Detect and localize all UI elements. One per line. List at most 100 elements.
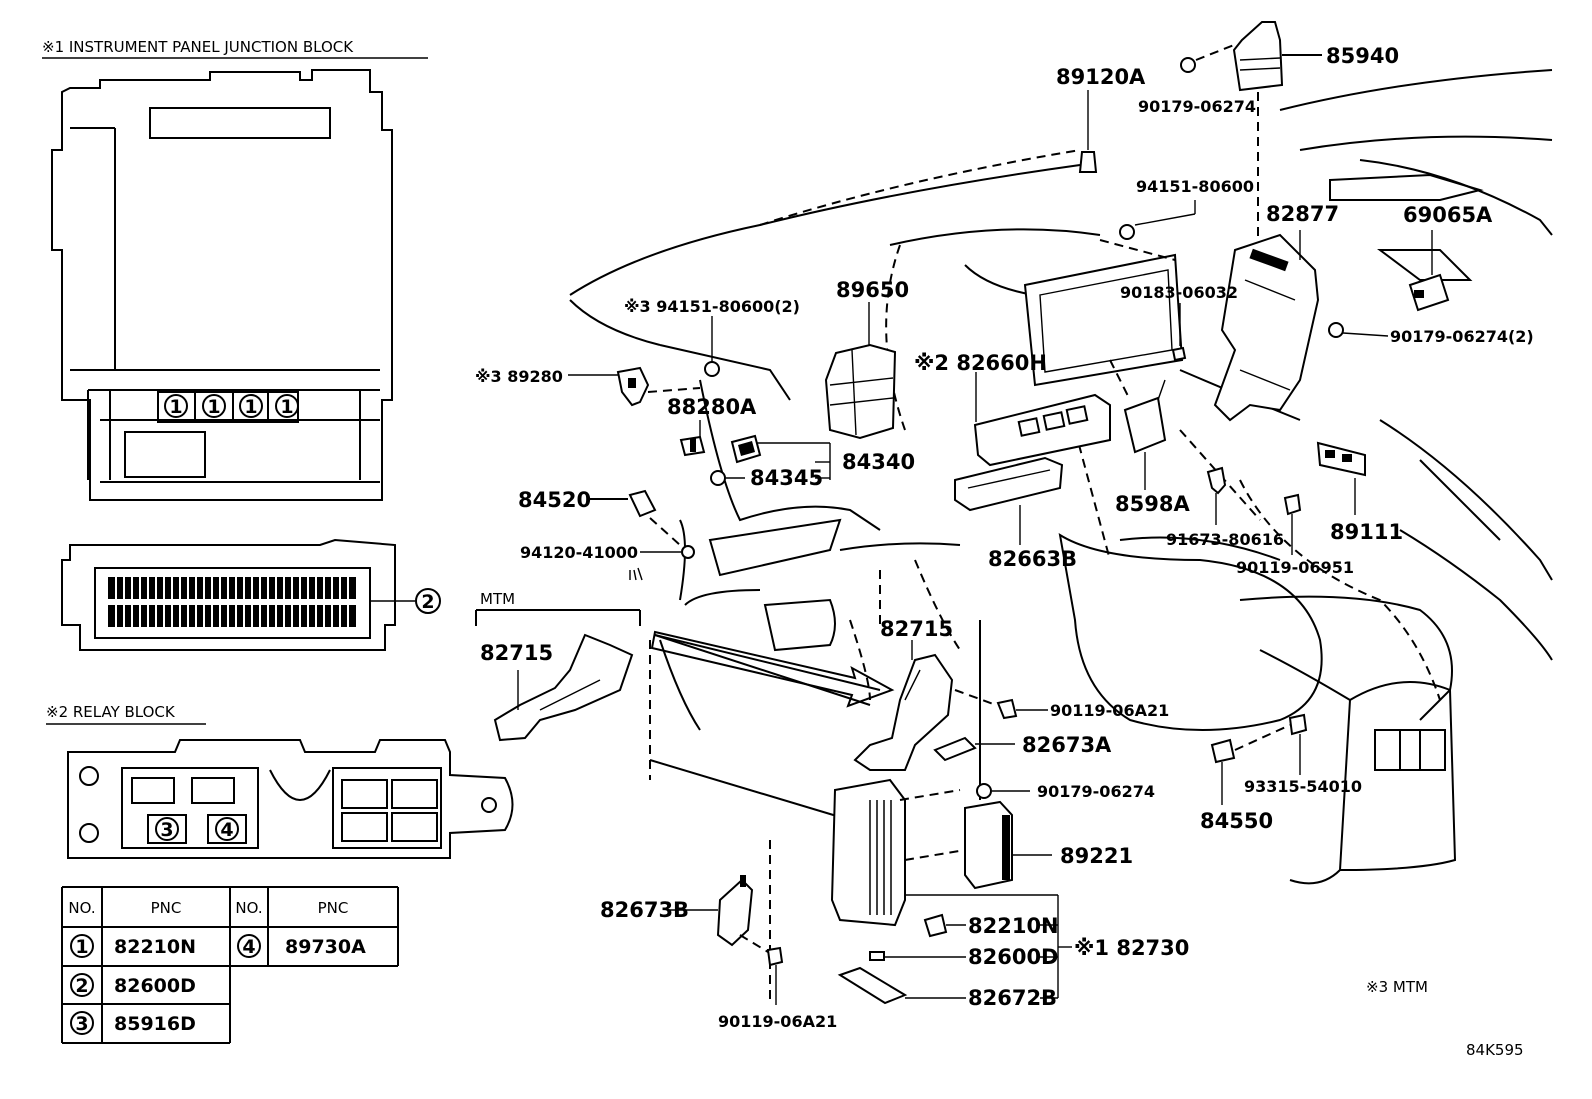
label-90179-06274-top: 90179-06274 [1138, 97, 1256, 116]
svg-text:89730A: 89730A [285, 936, 366, 958]
junction-block-side-view [61, 538, 415, 651]
part-82877 [1213, 230, 1320, 422]
part-84345 [710, 470, 830, 486]
label-89221: 89221 [1060, 844, 1133, 868]
label-82600D: 82600D [968, 945, 1059, 969]
label-91673-80616: 91673-80616 [1166, 530, 1284, 549]
junction-block-marker-1b: 1 [202, 394, 226, 418]
label-84340: 84340 [842, 450, 915, 474]
label-94151-80600: 94151-80600 [1136, 177, 1254, 196]
part-90119-06A21-bot [739, 934, 784, 1005]
label-69065A: 69065A [1403, 203, 1493, 227]
svg-text:4: 4 [220, 819, 233, 841]
part-88280A [679, 420, 706, 457]
part-84550 [1210, 738, 1236, 805]
part-82673A [933, 736, 1015, 762]
svg-text:85916D: 85916D [114, 1013, 196, 1035]
part-89221 [964, 800, 1052, 890]
part-94151-80600 [1119, 200, 1196, 240]
relay-block-title: ※2 RELAY BLOCK [46, 703, 176, 721]
part-69065A [1328, 230, 1450, 338]
part-91673-80616 [1206, 466, 1227, 525]
svg-text:1: 1 [207, 396, 220, 418]
label-94151-80600-2: ※3 94151-80600(2) [624, 297, 800, 316]
diagram-code: 84K595 [1466, 1041, 1524, 1059]
label-84345: 84345 [750, 466, 823, 490]
junction-block-marker-1a: 1 [164, 394, 188, 418]
label-94120-41000: 94120-41000 [520, 543, 638, 562]
junction-block-front-view [51, 69, 393, 501]
part-82715-mtm [493, 633, 634, 742]
label-82673A: 82673A [1022, 733, 1112, 757]
part-84520 [588, 489, 681, 546]
pnc-table: NO. PNC NO. PNC 1 82210N 2 82600D 3 8591… [61, 886, 399, 1044]
part-82210N [923, 913, 966, 938]
svg-text:1: 1 [244, 396, 257, 418]
svg-text:3: 3 [160, 819, 173, 841]
pnc-table-header-pnc-1: PNC [151, 899, 182, 917]
mtm-arrow [650, 630, 895, 708]
part-94120-41000 [629, 545, 695, 581]
label-82673B: 82673B [600, 898, 689, 922]
part-82600D [869, 951, 966, 961]
label-82660H: ※2 82660H [914, 351, 1047, 375]
label-88280A: 88280A [667, 395, 757, 419]
part-8598A [1123, 379, 1167, 490]
part-89111 [1316, 441, 1366, 515]
junction-block-title: ※1 INSTRUMENT PANEL JUNCTION BLOCK [42, 38, 354, 56]
label-84520: 84520 [518, 488, 591, 512]
pnc-table-header-no-2: NO. [235, 899, 262, 917]
junction-block-marker-2: 2 [415, 588, 441, 614]
part-89280 [568, 366, 701, 407]
part-90179-06274-mid [976, 783, 1030, 799]
label-90183-06032: 90183-06032 [1120, 283, 1238, 302]
part-82715-main [853, 640, 954, 771]
label-82715-mid: 82715 [880, 617, 953, 641]
label-82877: 82877 [1266, 202, 1339, 226]
svg-text:82600D: 82600D [114, 975, 196, 997]
label-90119-06A21-bot: 90119-06A21 [718, 1012, 837, 1031]
part-90183-06032 [1171, 303, 1187, 362]
label-90179-06274-2: 90179-06274(2) [1390, 327, 1534, 346]
svg-text:1: 1 [169, 396, 182, 418]
relay-block-drawing [67, 739, 514, 859]
label-82672B: 82672B [968, 986, 1057, 1010]
part-90119-06951 [1283, 493, 1302, 555]
label-8598A: 8598A [1115, 492, 1190, 516]
label-82663B: 82663B [988, 547, 1077, 571]
label-90119-06951: 90119-06951 [1236, 558, 1354, 577]
svg-text:2: 2 [75, 975, 88, 997]
svg-text:1: 1 [75, 936, 88, 958]
part-labels: 85940 89120A 90179-06274 94151-80600 828… [475, 44, 1534, 1059]
label-89280: ※3 89280 [475, 367, 563, 386]
part-93315-54010 [1234, 713, 1308, 775]
label-82715-left: 82715 [480, 641, 553, 665]
junction-block-marker-1c: 1 [239, 394, 263, 418]
part-89120A [1078, 90, 1098, 173]
svg-text:3: 3 [75, 1013, 88, 1035]
part-display-screen [1023, 239, 1184, 401]
pnc-table-header-pnc-2: PNC [318, 899, 349, 917]
label-89111: 89111 [1330, 520, 1403, 544]
dashboard-outline [569, 69, 1553, 1000]
label-85940: 85940 [1326, 44, 1399, 68]
relay-block-marker-4: 4 [215, 817, 239, 841]
label-89120A: 89120A [1056, 65, 1146, 89]
relay-block-marker-3: 3 [155, 817, 179, 841]
label-82210N: 82210N [968, 914, 1059, 938]
part-82673B [670, 875, 754, 947]
label-82730: ※1 82730 [1074, 936, 1189, 960]
part-89650 [824, 302, 897, 440]
label-93315-54010: 93315-54010 [1244, 777, 1362, 796]
pnc-table-header-no-1: NO. [68, 899, 95, 917]
pnc-table-row-4: 4 89730A [237, 934, 366, 958]
label-89650: 89650 [836, 278, 909, 302]
label-90119-06A21-mid: 90119-06A21 [1050, 701, 1169, 720]
part-82730 [830, 778, 1072, 999]
part-82660H [973, 372, 1111, 467]
note-mtm: ※3 MTM [1366, 978, 1428, 996]
part-94151-80600-2 [704, 316, 720, 377]
junction-block-section: ※1 INSTRUMENT PANEL JUNCTION BLOCK 1 [42, 38, 441, 651]
label-90179-06274-mid: 90179-06274 [1037, 782, 1155, 801]
